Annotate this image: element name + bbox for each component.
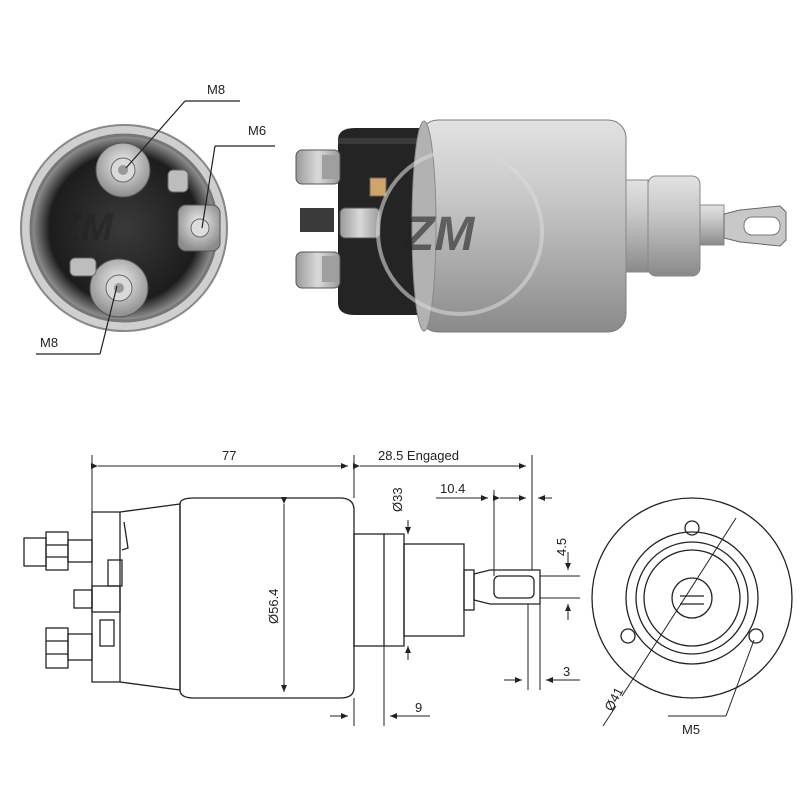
svg-text:ZM: ZM: [57, 207, 114, 249]
dim-d56-4: Ø56.4: [266, 589, 281, 624]
watermark-logo-right: ZM: [376, 148, 544, 316]
callout-m8-top: M8: [125, 82, 240, 169]
callout-m6: M6: [201, 123, 275, 229]
side-drawing: [23, 497, 541, 699]
label-m6: M6: [248, 123, 266, 138]
callout-m8-bottom: M8: [36, 285, 118, 355]
m6-terminal: [177, 204, 221, 252]
m8-terminal-top: [95, 142, 151, 198]
m8-terminal-bottom: [89, 258, 149, 318]
dim-m5: M5: [682, 722, 700, 737]
end-view-photo: ZM: [20, 124, 228, 332]
end-view-drawing: [591, 497, 793, 727]
dim-d41: Ø41: [601, 685, 626, 714]
dim-77: 77: [222, 448, 236, 463]
side-terminal-bottom: [295, 251, 341, 289]
dimension-lines: [91, 455, 580, 726]
watermark-logo-left: ZM: [57, 207, 114, 249]
side-view-photo: ZM: [295, 119, 787, 333]
dim-3: 3: [563, 664, 570, 679]
label-m8-bottom: M8: [40, 335, 58, 350]
dim-9: 9: [415, 700, 422, 715]
dim-10-4: 10.4: [440, 481, 465, 496]
side-terminal-middle: [300, 177, 387, 239]
dim-28-5-engaged: 28.5 Engaged: [378, 448, 459, 463]
svg-text:ZM: ZM: [403, 208, 475, 261]
side-terminal-top: [295, 149, 341, 185]
label-m8-top: M8: [207, 82, 225, 97]
dim-d33: Ø33: [390, 487, 405, 512]
dim-4-5: 4.5: [554, 538, 569, 556]
